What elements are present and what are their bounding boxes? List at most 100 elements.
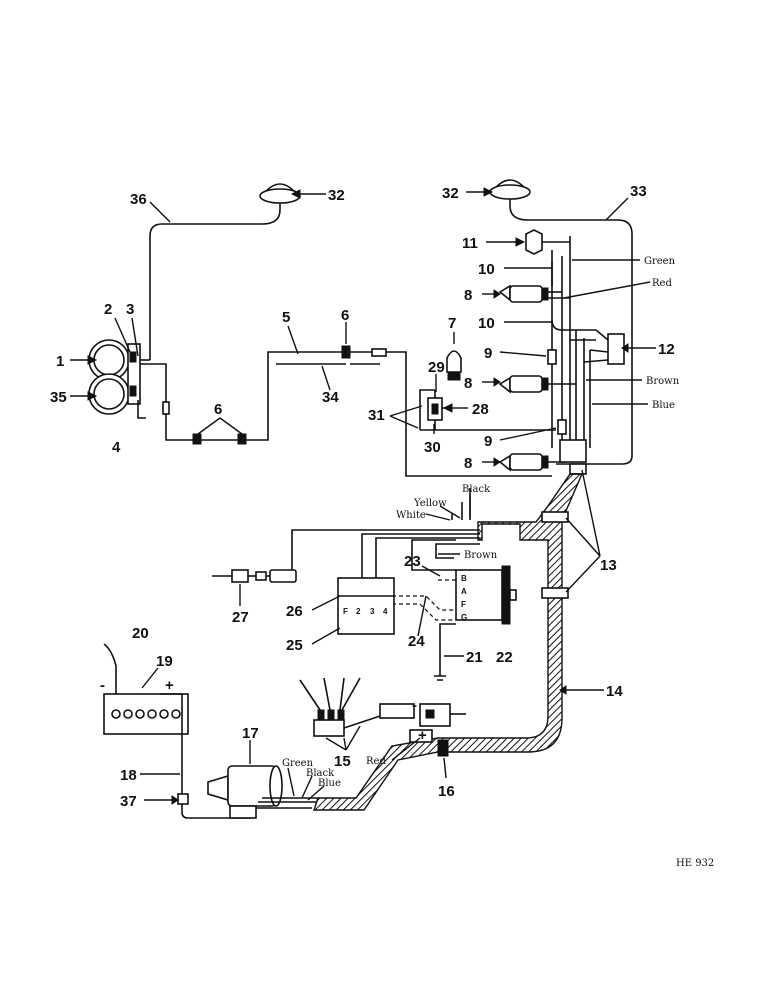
callout-30: 30 xyxy=(424,439,441,456)
flood-light-right xyxy=(489,179,531,206)
callout-numbers: 1 2 3 4 5 6 6 7 8 8 8 9 9 10 10 11 12 13… xyxy=(50,183,675,810)
label-black-low: Black xyxy=(306,768,335,779)
lamp-switch xyxy=(129,351,137,363)
svg-text:2: 2 xyxy=(356,607,361,616)
wire-33 xyxy=(509,205,633,465)
svg-text:+: + xyxy=(165,677,174,694)
label-green-low: Green xyxy=(282,758,314,769)
ground-strap-20 xyxy=(103,643,117,694)
fuse-9b xyxy=(557,419,567,435)
callout-9-upper: 9 xyxy=(484,345,492,362)
svg-text:3: 3 xyxy=(370,607,375,616)
connector-6a xyxy=(192,433,202,445)
leader-lines xyxy=(70,187,656,805)
svg-text:4: 4 xyxy=(383,607,388,616)
callout-9-lower: 9 xyxy=(484,433,492,450)
callout-14: 14 xyxy=(606,683,623,700)
drawing-code: HE 932 xyxy=(676,858,714,869)
label-green-top: Green xyxy=(644,256,676,267)
callout-25: 25 xyxy=(286,637,303,654)
callout-18: 18 xyxy=(120,767,137,784)
callout-20: 20 xyxy=(132,625,149,642)
callout-6-top: 6 xyxy=(341,307,349,324)
callout-10-upper: 10 xyxy=(478,261,495,278)
lamp-8-upper xyxy=(498,284,570,303)
callout-22: 22 xyxy=(496,649,513,666)
callout-29: 29 xyxy=(428,359,445,376)
callout-23: 23 xyxy=(404,553,421,570)
label-red-low: Red xyxy=(366,756,386,767)
callout-32-left: 32 xyxy=(328,187,345,204)
generator: B A F G xyxy=(455,565,517,625)
callout-17: 17 xyxy=(242,725,259,742)
callout-10-lower: 10 xyxy=(478,315,495,332)
wire-36 xyxy=(149,209,281,360)
callout-33: 33 xyxy=(630,183,647,200)
callout-8-lower: 8 xyxy=(464,455,472,472)
callout-16: 16 xyxy=(438,783,455,800)
callout-34: 34 xyxy=(322,389,339,406)
junction-block xyxy=(559,439,587,463)
callout-2: 2 xyxy=(104,301,112,318)
callout-31: 31 xyxy=(368,407,385,424)
connector-37 xyxy=(177,793,189,805)
callout-11: 11 xyxy=(462,235,478,252)
callout-13: 13 xyxy=(600,557,617,574)
label-black: Black xyxy=(462,484,491,495)
callout-8-middle: 8 xyxy=(464,375,472,392)
label-yellow: Yellow xyxy=(413,498,447,509)
fuse-9a xyxy=(547,349,557,365)
svg-text:A: A xyxy=(461,587,467,596)
battery: - + xyxy=(100,677,189,735)
callout-3: 3 xyxy=(126,301,134,318)
callout-4: 4 xyxy=(112,439,121,456)
voltage-regulator: F 2 3 4 xyxy=(337,577,395,635)
callout-24: 24 xyxy=(408,633,425,650)
lamp-8-middle xyxy=(498,375,576,394)
flood-light-left xyxy=(259,183,301,210)
wire-4 xyxy=(137,400,146,419)
lamp-switch-lower xyxy=(129,385,137,397)
callout-32-right: 32 xyxy=(442,185,459,202)
svg-text:F: F xyxy=(461,600,466,609)
headlamp-lower xyxy=(88,373,130,415)
clamp-upper xyxy=(569,463,587,475)
svg-text:B: B xyxy=(461,574,467,583)
callout-37: 37 xyxy=(120,793,137,810)
horn-button xyxy=(525,229,570,255)
temperature-sender xyxy=(212,569,297,583)
callout-21: 21 xyxy=(466,649,483,666)
svg-text:-: - xyxy=(412,697,417,714)
connector-6c xyxy=(341,345,351,359)
light-switch xyxy=(427,390,448,430)
starter-switch: - + xyxy=(313,697,466,757)
tail-light-bulb xyxy=(446,350,462,381)
callout-15: 15 xyxy=(334,753,351,770)
label-red-top: Red xyxy=(652,278,672,289)
label-white: White xyxy=(396,510,426,521)
callout-35: 35 xyxy=(50,389,67,406)
callout-8-upper: 8 xyxy=(464,287,472,304)
callout-19: 19 xyxy=(156,653,173,670)
lamp-8-lower xyxy=(498,453,566,472)
callout-6-bottom: 6 xyxy=(214,401,222,418)
main-harness-14 xyxy=(313,473,584,811)
label-blue-mid: Blue xyxy=(652,400,675,411)
terminal-block-12 xyxy=(570,329,625,365)
callout-28: 28 xyxy=(472,401,489,418)
wire-color-labels: Green Red Brown Blue Black Yellow White … xyxy=(282,256,680,789)
svg-text:G: G xyxy=(461,613,467,622)
svg-text:-: - xyxy=(100,677,105,694)
callout-36: 36 xyxy=(130,191,147,208)
callout-7: 7 xyxy=(448,315,456,332)
svg-text:F: F xyxy=(343,607,348,616)
callout-1: 1 xyxy=(56,353,64,370)
starter-motor xyxy=(207,765,283,819)
label-brown-mid: Brown xyxy=(646,376,680,387)
label-blue-low: Blue xyxy=(318,778,341,789)
callout-5: 5 xyxy=(282,309,290,326)
callout-26: 26 xyxy=(286,603,303,620)
clamp-13b xyxy=(541,587,569,599)
clamp-13a xyxy=(541,511,569,523)
